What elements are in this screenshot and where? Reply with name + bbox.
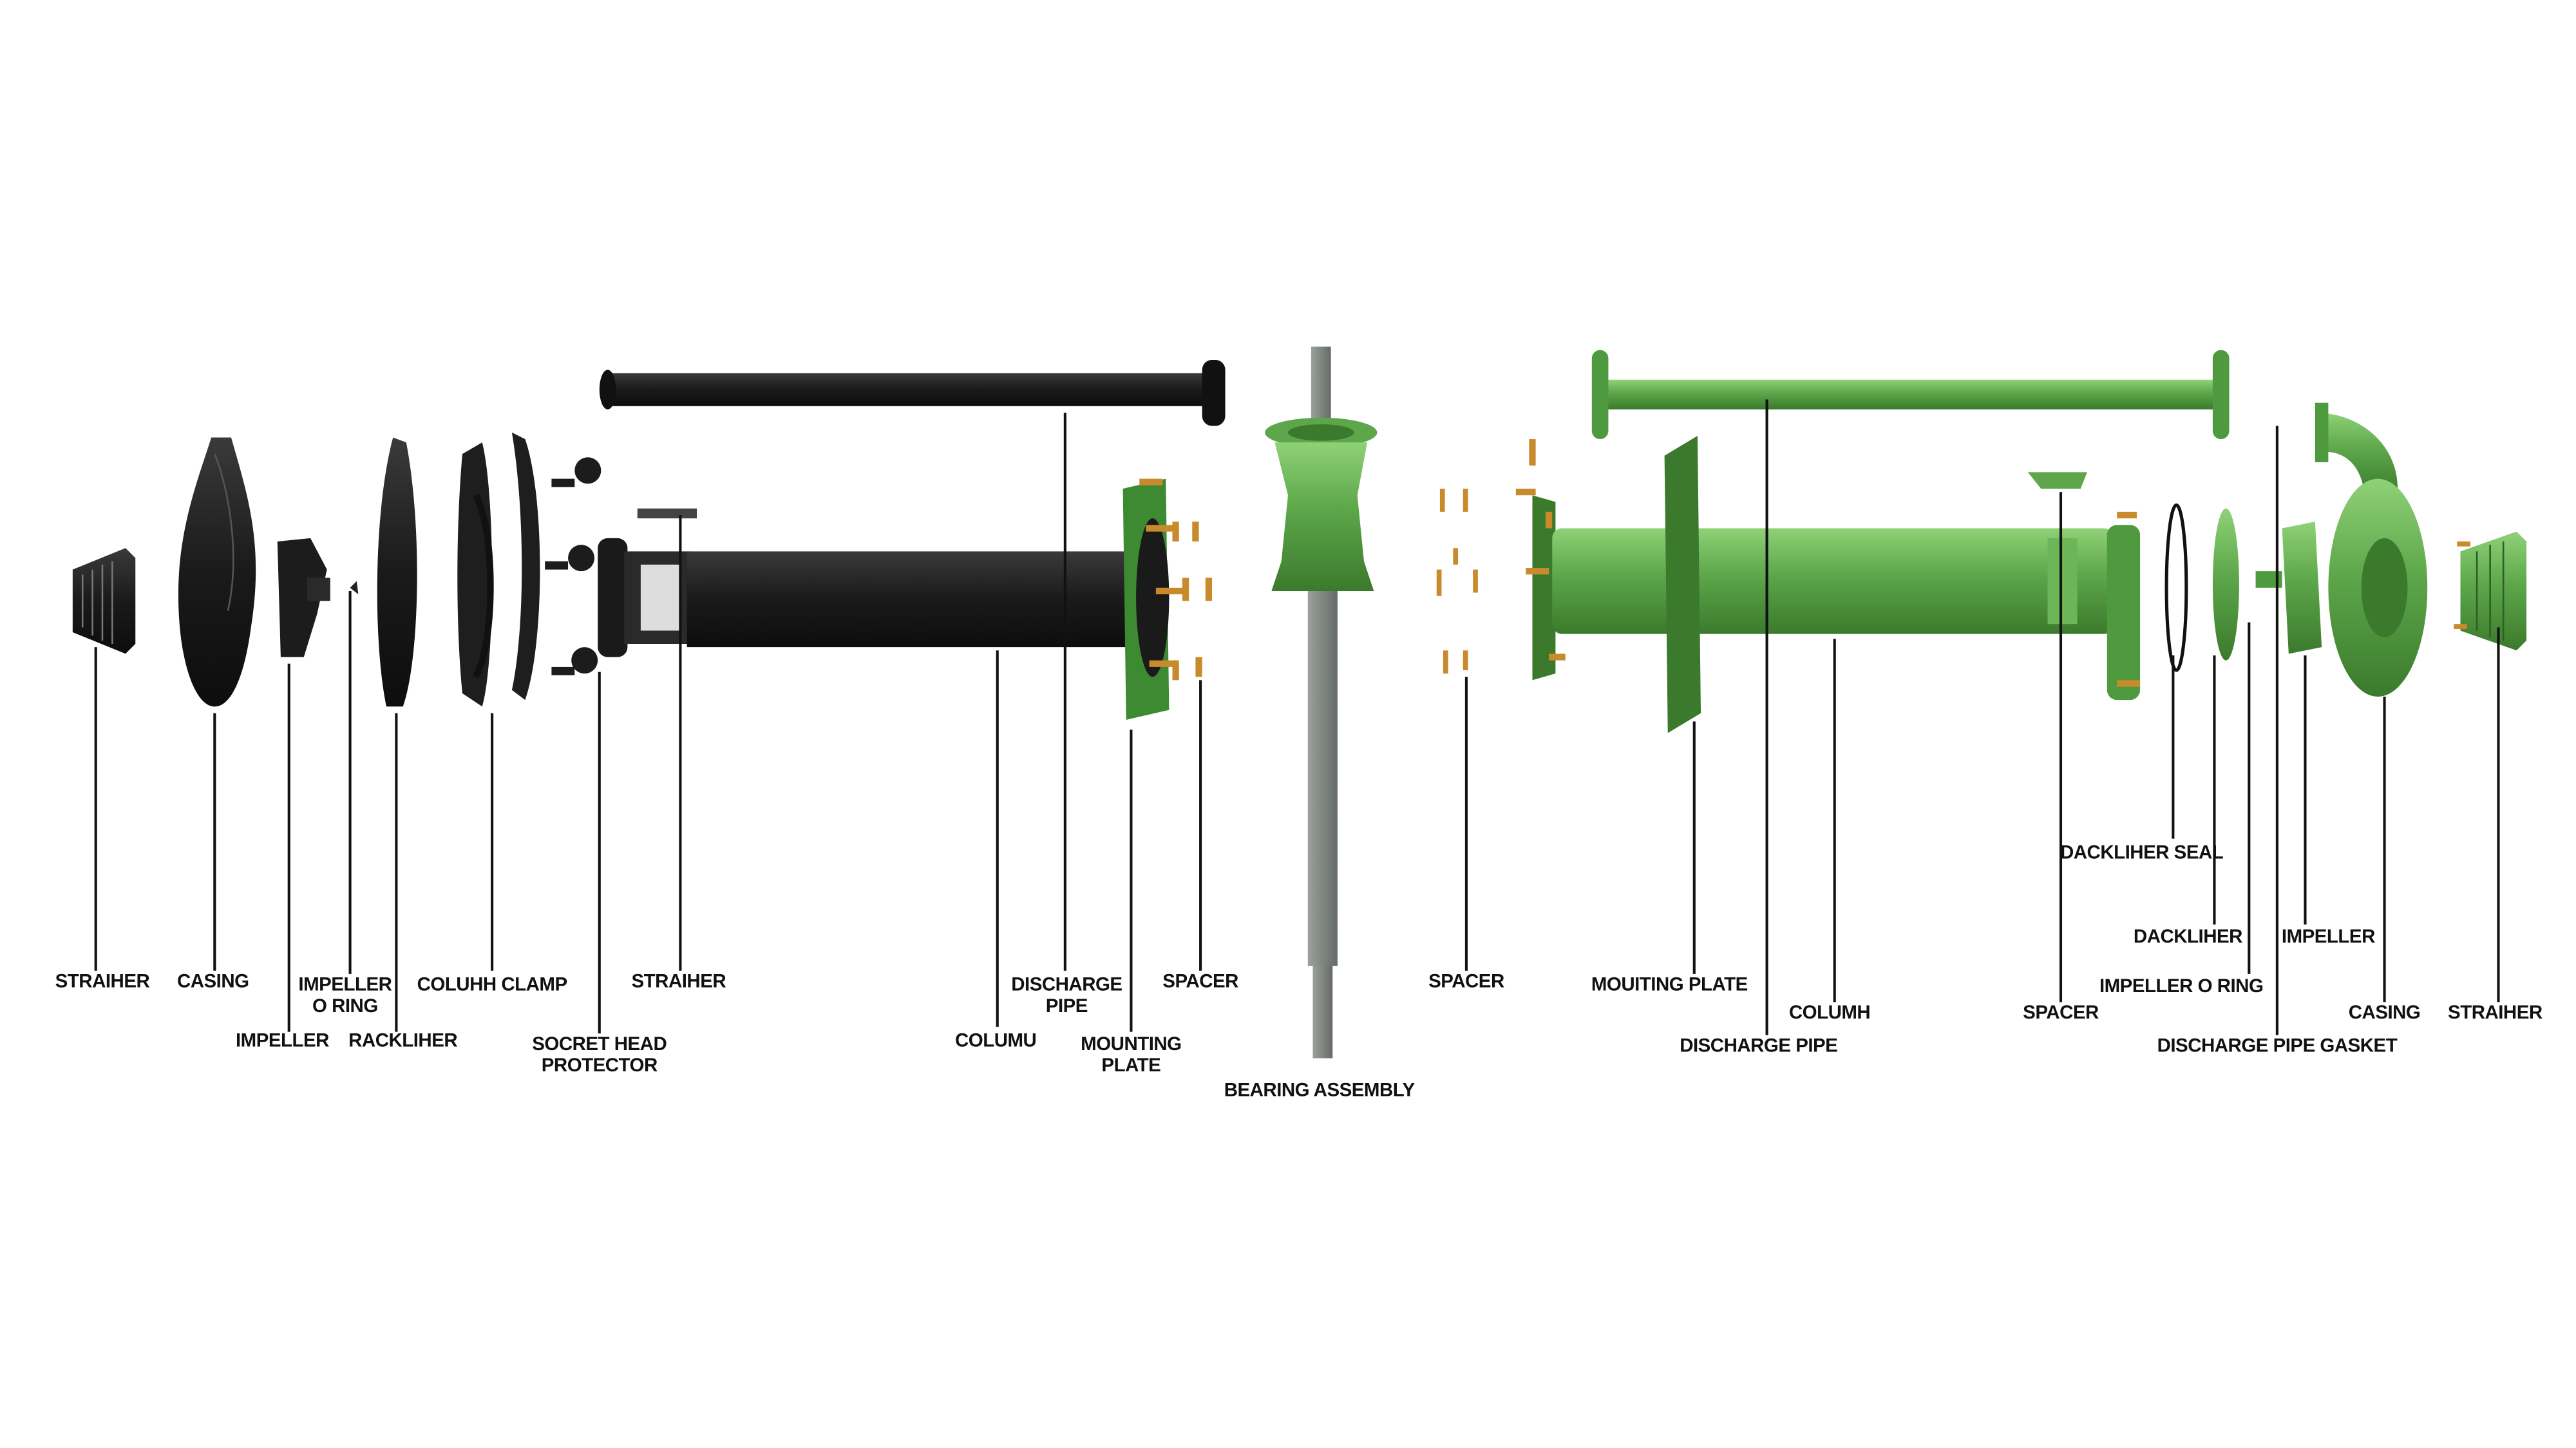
left-socket-head-protectors (545, 457, 601, 675)
label-discharge-pipe-right: DISCHARGE PIPE (1680, 1037, 1838, 1057)
right-casing (2315, 402, 2428, 697)
label-spacer-right: SPACER (1428, 972, 1504, 993)
label-line: SOCRET HEAD (532, 1035, 667, 1055)
label-strainer-left-2: STRAIHER (631, 972, 726, 993)
label-discharge-pipe-gasket-right: DISCHARGE PIPE GASKET (2157, 1037, 2398, 1057)
label-strainer-right: STRAIHER (2448, 1003, 2543, 1024)
label-line: IMPELLER (298, 975, 392, 996)
right-column (1526, 495, 2141, 700)
left-spacers (1172, 522, 1213, 681)
label-column-left: COLUMU (954, 1031, 1037, 1052)
label-casing-right: CASING (2348, 1003, 2421, 1024)
label-column-right: COLUMH (1788, 1003, 1871, 1024)
right-spacer-top (2027, 472, 2088, 489)
bearing-assembly (1265, 346, 1378, 1058)
label-line: PROTECTOR (541, 1055, 658, 1076)
right-mounting-plate (1664, 435, 1701, 733)
right-spacers (1436, 439, 1536, 674)
label-backliner-right: DACKLIHER (2133, 928, 2243, 948)
right-backliner (2212, 508, 2239, 661)
right-strainer (2454, 531, 2527, 651)
left-impeller (277, 538, 330, 657)
label-line: PLATE (1101, 1055, 1161, 1076)
label-line: MOUNTING (1081, 1035, 1182, 1055)
left-mounting-plate (1122, 478, 1186, 720)
label-backliner-seal-right: DACKLIHER SEAL (2060, 843, 2224, 864)
left-column (598, 508, 1133, 657)
label-bearing-assembly: BEARING ASSEMBLY (1224, 1081, 1416, 1102)
label-impeller-o-ring-right: IMPELLER O RING (2099, 977, 2264, 997)
label-impeller-right: IMPELLER (2281, 928, 2376, 948)
label-line: PIPE (1045, 996, 1088, 1017)
right-impeller (2255, 522, 2322, 654)
label-line: O RING (312, 996, 378, 1017)
label-spacer-right-2: SPACER (2023, 1003, 2099, 1024)
label-impeller-left: IMPELLER (235, 1031, 330, 1052)
left-backliner (377, 437, 417, 707)
label-casing-left: CASING (176, 972, 249, 993)
left-casing (178, 437, 256, 707)
left-impeller-o-ring (350, 581, 359, 595)
left-strainer (72, 548, 136, 654)
label-line: DISCHARGE (1011, 975, 1122, 996)
right-backliner-seal (2164, 503, 2188, 672)
label-column-clamp-left: COLUHH CLAMP (417, 975, 568, 996)
label-spacer-left: SPACER (1162, 972, 1238, 993)
label-strainer-left: STRAIHER (55, 972, 150, 993)
left-column-clamp (457, 432, 540, 707)
right-discharge-pipe (1591, 350, 2230, 440)
left-discharge-pipe (599, 359, 1226, 426)
label-backliner-left: RACKLIHER (348, 1031, 458, 1052)
leader-lines (94, 399, 2500, 1035)
label-mounting-plate-right: MOUITING PLATE (1591, 975, 1748, 996)
